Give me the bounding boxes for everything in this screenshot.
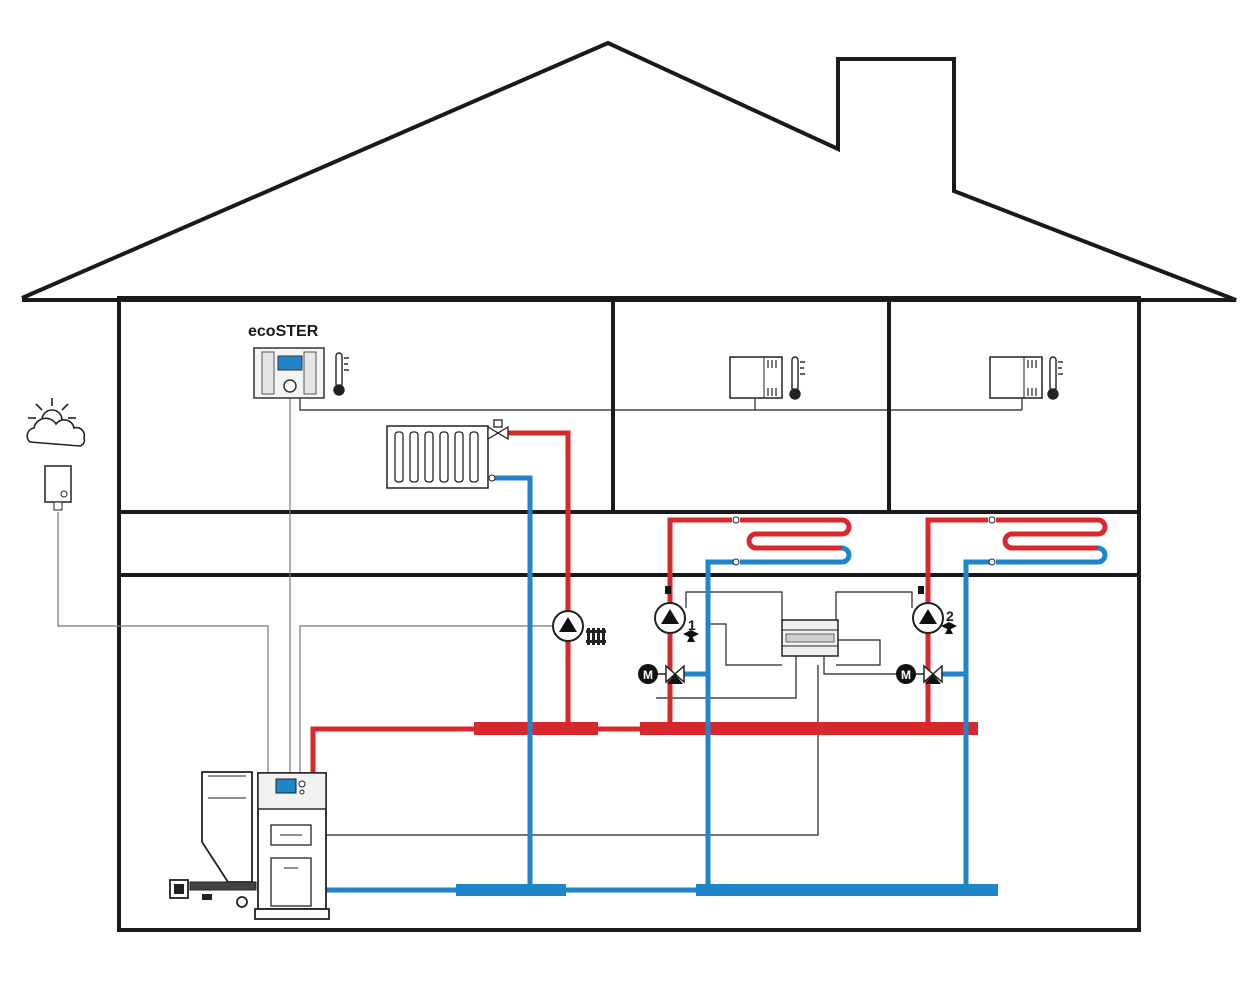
mixer-extension-module: [781, 619, 839, 657]
return-manifold-right: [696, 884, 998, 896]
thermometer-icon: [1047, 356, 1063, 400]
return-radiator-riser: [494, 475, 533, 890]
supply-boiler-riser: [310, 726, 978, 775]
supply-floor-circuit-2: [925, 517, 988, 729]
room-thermostat-2: [729, 356, 783, 399]
radiator: [386, 425, 496, 489]
mixing-valve-motor-1: M: [638, 664, 685, 684]
house-walls: [117, 296, 1141, 932]
signal-wires: [57, 398, 1023, 836]
thermometer-icon: [333, 352, 349, 396]
mixing-circuit-pump-2: [912, 602, 944, 634]
thermometer-icon: [789, 356, 805, 400]
ecoster-label: ecoSTER: [248, 323, 319, 340]
supply-floor-circuit-1: [667, 517, 732, 729]
thermostatic-valve-icon: [487, 419, 509, 441]
sensor-marker-1: [665, 586, 671, 594]
circuit-2-label: 2: [946, 608, 954, 624]
return-manifold-left: [456, 884, 566, 896]
mixing-valve-motor-2: M: [896, 664, 943, 684]
supply-manifold-left: [474, 722, 598, 735]
weather-sun-cloud-icon: [26, 398, 86, 447]
small-radiator-icon: [586, 628, 606, 645]
return-floor-circuit-2: [963, 559, 992, 890]
roof: [21, 40, 1237, 302]
svg-text:M: M: [643, 668, 653, 682]
radiator-circuit-pump: [552, 610, 584, 642]
sensor-marker-2: [918, 586, 924, 594]
outdoor-temperature-sensor: [44, 465, 72, 511]
svg-text:M: M: [901, 668, 911, 682]
boiler-display: [275, 778, 297, 794]
three-way-valve-icon: [683, 630, 699, 642]
three-way-valve-icon: [941, 622, 957, 634]
supply-manifold-right: [640, 722, 978, 735]
room-thermostat-3: [989, 356, 1043, 399]
floor-heating-coil-1: [732, 516, 852, 566]
boiler-base: [254, 908, 330, 920]
return-floor-circuit-1: [705, 559, 736, 890]
feeder-screw: [189, 881, 257, 891]
mixing-circuit-pump-1: [654, 602, 686, 634]
house-outline: [21, 40, 1237, 932]
pellet-boiler: [169, 771, 330, 920]
circuit-1-label: 1: [688, 617, 696, 633]
return-pipes: [326, 475, 998, 896]
fuel-hopper: [201, 771, 253, 883]
floor-heating-coil-2: [988, 516, 1108, 566]
ecoster-room-panel: [253, 347, 325, 399]
